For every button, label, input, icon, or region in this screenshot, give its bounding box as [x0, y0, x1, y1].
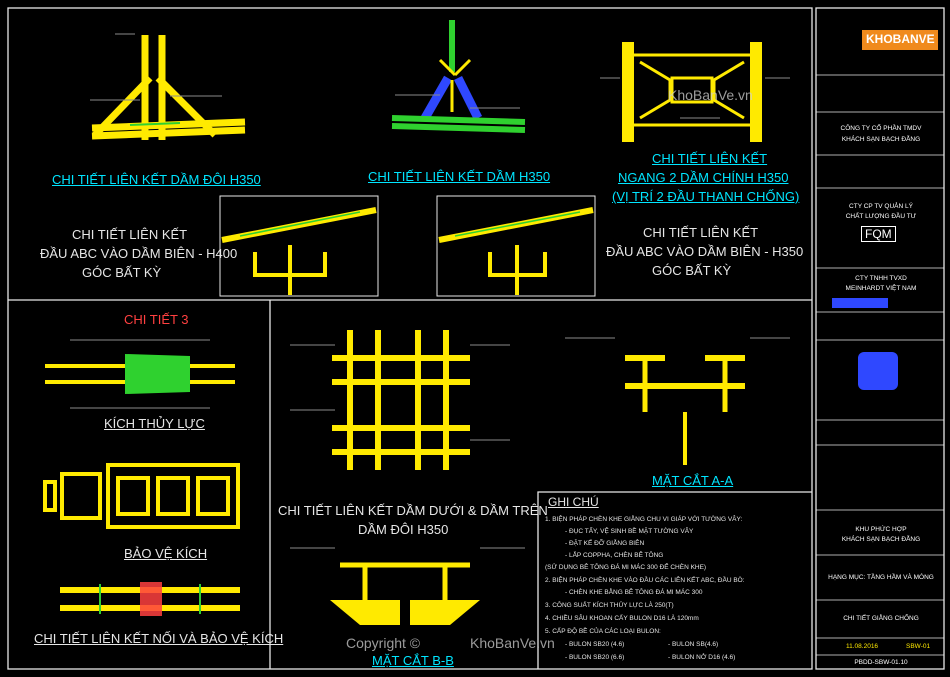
title-abc-h350-a: CHI TIẾT LIÊN KẾT — [643, 225, 759, 240]
title-abc-h350-c: GÓC BẤT KỲ — [652, 263, 732, 278]
title-abc-h350-b: ĐẦU ABC VÀO DẦM BIÊN - H350 — [606, 244, 804, 259]
contractor-logo-bar — [832, 298, 888, 308]
detail-double-beam-h350 — [90, 33, 246, 140]
watermark-top: KhoBanVe.vn — [668, 87, 753, 103]
title-section-a-a: MẶT CẮT A-A — [652, 473, 734, 488]
section-b-b — [290, 547, 525, 625]
contractor-line-1: CTY TNHH TVXD — [855, 275, 907, 282]
title-detail-3: CHI TIẾT 3 — [124, 312, 189, 327]
title-joint-jack: CHI TIẾT LIÊN KẾT NỐI VÀ BẢO VỆ KÍCH — [34, 631, 284, 646]
title-two-beams-a: CHI TIẾT LIÊN KẾT — [652, 151, 768, 166]
title-two-beams-b: NGANG 2 DẦM CHÍNH H350 — [618, 170, 789, 185]
note-line-7: - CHÈN KHE BẰNG BÊ TÔNG ĐÁ MI MÁC 300 — [565, 589, 703, 596]
note-bolt-3: - BULON SB20 (6.6) — [565, 654, 625, 661]
project-line-2: KHÁCH SẠN BẠCH ĐẰNG — [841, 536, 921, 543]
project-line-1: KHU PHỨC HỢP — [855, 526, 907, 533]
title-lower-upper-b: DẦM ĐÔI H350 — [358, 522, 449, 537]
owner-line-2: KHÁCH SẠN BẠCH ĐẰNG — [841, 136, 921, 143]
title-hydraulic-jack: KÍCH THỦY LỰC — [104, 416, 205, 431]
title-two-beams-c: (VỊ TRÍ 2 ĐẦU THANH CHỐNG) — [612, 189, 800, 204]
watermark-copyright: Copyright © — [346, 635, 421, 651]
detail-joint-and-jack-protection — [60, 582, 240, 616]
detail-abc-edge-beam-h400 — [219, 195, 379, 297]
detail-hydraulic-jack — [45, 339, 235, 409]
section-a-a — [565, 337, 790, 465]
detail-beam-h350 — [391, 20, 526, 133]
note-bolt-2: - BULON SB(4.6) — [668, 641, 719, 648]
detail-jack-protection — [43, 463, 240, 529]
title-block-lines — [816, 74, 944, 656]
note-line-5: (SỬ DỤNG BÊ TÔNG ĐÁ MI MÁC 300 ĐỂ CHÈN K… — [545, 564, 707, 571]
notes-heading: GHI CHÚ — [548, 495, 599, 509]
detail-abc-edge-beam-h350 — [436, 195, 596, 297]
title-abc-h400-b: ĐẦU ABC VÀO DẦM BIÊN - H400 — [40, 246, 238, 261]
pm-line-1: CTY CP TV QUẢN LÝ — [849, 203, 913, 210]
note-bolt-1: - BULON SB20 (4.6) — [565, 641, 625, 648]
note-line-10: 5. CẤP ĐỘ BỀ CỦA CÁC LOẠI BULON: — [545, 628, 661, 635]
pm-logo: FQM — [861, 226, 896, 242]
drawing-frame — [7, 7, 945, 670]
contractor-line-2: MEINHARDT VIỆT NAM — [845, 285, 917, 292]
pm-line-2: CHẤT LƯỢNG ĐẦU TƯ — [845, 213, 917, 220]
note-line-3: - ĐẶT KẾ ĐỠ GIẰNG BIÊN — [565, 540, 645, 547]
title-double-beam-h350: CHI TIẾT LIÊN KẾT DẦM ĐÔI H350 — [52, 172, 261, 187]
consultant-logo — [858, 352, 898, 390]
title-beam-h350: CHI TIẾT LIÊN KẾT DẦM H350 — [368, 169, 551, 184]
note-bolt-4: - BULON NỞ D16 (4.6) — [668, 654, 736, 661]
khobanve-logo: KHOBANVE — [866, 32, 935, 46]
title-abc-h400-a: CHI TIẾT LIÊN KẾT — [72, 227, 188, 242]
title-jack-protection: BẢO VỆ KÍCH — [124, 546, 208, 561]
note-line-9: 4. CHIỀU SÂU KHOAN CẤY BULON D16 LÀ 120m… — [545, 615, 699, 622]
title-section-b-b: MẶT CẮT B-B — [372, 653, 454, 668]
note-line-1: 1. BIỆN PHÁP CHÈN KHE GIẰNG CHU VI GIÁP … — [545, 516, 743, 523]
note-line-6: 2. BIỆN PHÁP CHÈN KHE VÀO ĐẦU CÁC LIÊN K… — [545, 577, 745, 584]
item-name: HẠNG MỤC: TẦNG HẦM VÀ MÓNG — [828, 574, 934, 581]
note-line-4: - LẮP COPPHA, CHÈN BÊ TÔNG — [565, 552, 664, 559]
khobanve-logo-box — [862, 30, 938, 50]
note-line-2: - ĐỤC TẨY, VỆ SINH BỀ MẶT TƯỜNG VÂY — [565, 528, 694, 535]
drawing-date: 11.08.2016 — [846, 643, 879, 650]
drawing-code: PBDD-SBW-01.10 — [854, 659, 908, 666]
watermark-brand: KhoBanVe.vn — [470, 635, 555, 651]
owner-line-1: CÔNG TY CỔ PHẦN TMDV — [840, 125, 922, 132]
drawing-scale: SBW-01 — [906, 643, 931, 650]
detail-lower-upper-beams — [290, 330, 510, 470]
title-abc-h400-c: GÓC BẤT KỲ — [82, 265, 162, 280]
note-line-8: 3. CÔNG SUẤT KÍCH THỦY LỰC LÀ 250(T) — [545, 602, 674, 609]
drawing-name: CHI TIẾT GIẰNG CHỐNG — [843, 615, 919, 622]
title-lower-upper-a: CHI TIẾT LIÊN KẾT DẦM DƯỚI & DẦM TRÊN — [278, 503, 548, 518]
detail-two-main-beams — [600, 42, 790, 142]
